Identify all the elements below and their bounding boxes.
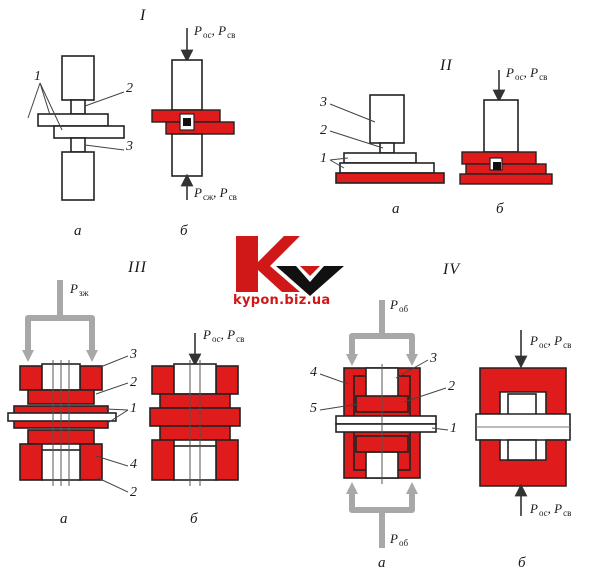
base-plate	[335, 172, 445, 184]
force-label-I-bottom: Pсж, Pсв	[194, 185, 237, 202]
scheme-III-b	[149, 333, 241, 486]
part-number-IV-5: 5	[310, 401, 317, 416]
sublabel-III-a: а	[60, 511, 68, 527]
force-label-III-b: Pос, Pсв	[203, 327, 245, 344]
scheme-III-a	[7, 280, 129, 493]
scheme-I-b	[151, 28, 235, 200]
part-number-III-2: 2	[130, 375, 137, 390]
part-number-I-3: 3	[126, 139, 133, 154]
scheme-IV-a	[319, 300, 449, 548]
sublabel-I-b: б	[180, 223, 188, 239]
part-number-IV-2: 2	[448, 379, 455, 394]
leaders-I-a	[27, 82, 125, 151]
section-numeral-II: II	[440, 57, 453, 74]
force-label-I-top: Pос, Pсв	[194, 23, 236, 40]
force-label-IV-b-top: Pос, Pсв	[530, 333, 572, 350]
upper-electrode-tip	[70, 99, 86, 115]
site-logo-mark	[236, 236, 344, 296]
sublabel-II-b: б	[496, 201, 504, 217]
scheme-II-b	[459, 70, 553, 185]
part-number-II-1: 1	[320, 151, 327, 166]
part-number-IV-4: 4	[310, 365, 317, 380]
upper-sheet	[37, 113, 109, 127]
part-number-III-1: 1	[130, 401, 137, 416]
lower-electrode	[61, 151, 95, 201]
sublabel-I-a: а	[74, 223, 82, 239]
section-numeral-IV: IV	[443, 261, 461, 278]
site-logo-text: kypon.biz.ua	[233, 293, 331, 308]
force-label-II: Pос, Pсв	[506, 65, 548, 82]
force-label-IV-a-bottom: Pоб	[390, 531, 409, 548]
lower-sheet	[53, 125, 125, 139]
sublabel-IV-a: а	[378, 555, 386, 571]
sublabel-III-b: б	[190, 511, 198, 527]
leaders-II-a	[329, 103, 384, 169]
part-number-IV-1: 1	[450, 421, 457, 436]
part-number-III-3: 3	[130, 347, 137, 362]
part-number-III-2b: 2	[130, 485, 137, 500]
section-numeral-III: III	[128, 259, 147, 276]
upper-electrode	[61, 55, 95, 101]
section-numeral-I: I	[140, 7, 147, 24]
sublabel-IV-b: б	[518, 555, 526, 571]
upper-sheet	[343, 152, 417, 164]
scheme-IV-b	[475, 330, 571, 516]
electrode	[369, 94, 405, 144]
sublabel-II-a: а	[392, 201, 400, 217]
part-number-II-2: 2	[320, 123, 327, 138]
lower-sheet	[339, 162, 435, 174]
force-label-IV-a-top: Pоб	[390, 297, 409, 314]
force-label-IV-b-bottom: Pос, Pсв	[530, 501, 572, 518]
scheme-I-a	[37, 55, 125, 201]
part-number-I-2: 2	[126, 81, 133, 96]
part-number-IV-3: 3	[430, 351, 437, 366]
part-number-II-3: 3	[320, 95, 327, 110]
lower-electrode-tip	[70, 137, 86, 153]
force-label-III-a: Pзж	[70, 281, 89, 298]
part-number-I-1: 1	[34, 69, 41, 84]
scheme-II-a	[335, 94, 445, 184]
part-number-III-4: 4	[130, 457, 137, 472]
